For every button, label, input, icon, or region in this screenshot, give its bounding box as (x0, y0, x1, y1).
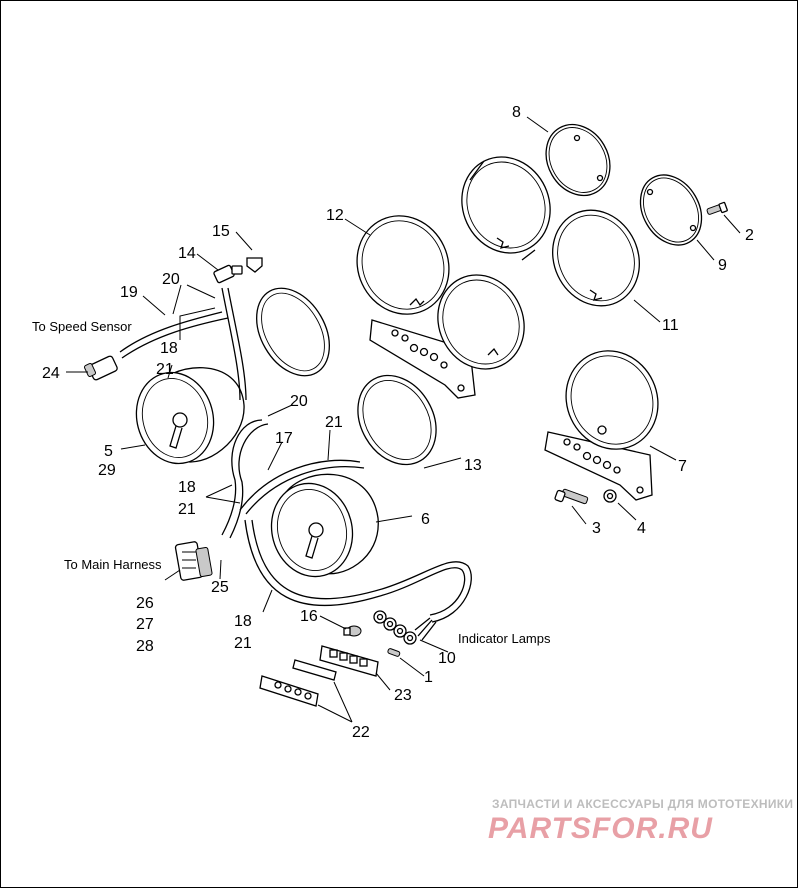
part-2-screw (706, 201, 728, 215)
note-main-harness: To Main Harness (64, 557, 162, 572)
callout-28: 28 (136, 638, 154, 655)
callout-5: 5 (104, 443, 113, 460)
part-bezel-ring-left (256, 287, 330, 377)
callout-16: 16 (300, 608, 318, 625)
part-upper-cup (461, 156, 551, 261)
part-5-gauge (135, 367, 245, 465)
part-7-housing-bracket (544, 350, 659, 501)
callout-9: 9 (718, 257, 727, 274)
callout-18b: 18 (178, 479, 196, 496)
leader-lines (66, 116, 741, 723)
callout-20b: 20 (290, 393, 308, 410)
callout-15: 15 (212, 223, 230, 240)
callout-14: 14 (178, 245, 196, 262)
callout-11: 11 (662, 317, 679, 334)
callout-17: 17 (275, 430, 293, 447)
callout-27: 27 (136, 616, 154, 633)
part-13-bezel (357, 374, 437, 466)
note-speed-sensor: To Speed Sensor (32, 319, 132, 334)
callout-23: 23 (394, 687, 412, 704)
part-8-gasket (545, 123, 611, 197)
callout-4: 4 (637, 520, 646, 537)
note-indicator-lamps: Indicator Lamps (458, 631, 551, 646)
callout-29: 29 (98, 462, 116, 479)
callout-18c: 18 (234, 613, 252, 630)
part-26-connector (174, 541, 213, 581)
callout-26: 26 (136, 595, 154, 612)
callout-7: 7 (678, 458, 687, 475)
callout-12: 12 (326, 207, 344, 224)
part-12-twin-housing (356, 215, 525, 399)
watermark-logo: PARTSFOR.RU (488, 812, 713, 845)
watermark-tagline: ЗАПЧАСТИ И АКСЕССУАРЫ ДЛЯ МОТОТЕХНИКИ (492, 797, 793, 811)
part-3-screw (554, 488, 589, 505)
callout-6: 6 (421, 511, 430, 528)
part-23-lamp-housing (319, 645, 379, 677)
part-11-cup (552, 209, 640, 307)
watermark: ЗАПЧАСТИ И АКСЕССУАРЫ ДЛЯ МОТОТЕХНИКИ PA… (488, 797, 793, 845)
part-10-lamp-sockets (373, 610, 417, 645)
callout-10: 10 (438, 650, 456, 667)
callout-3: 3 (592, 520, 601, 537)
callout-24: 24 (42, 365, 60, 382)
callout-2: 2 (745, 227, 754, 244)
callout-labels: 8 2 9 12 11 15 14 20 19 To Speed Sensor … (32, 104, 754, 741)
callout-21d: 21 (234, 635, 252, 652)
callout-25: 25 (211, 579, 229, 596)
callout-21b: 21 (325, 414, 343, 431)
part-16-bulb (343, 625, 362, 637)
callout-22: 22 (352, 724, 370, 741)
part-15-plug (246, 257, 263, 273)
part-4-washer (603, 489, 617, 503)
callout-21a: 21 (156, 361, 174, 378)
callout-8: 8 (512, 104, 521, 121)
callout-1: 1 (424, 669, 433, 686)
part-9-gasket (639, 174, 703, 246)
callout-18a: 18 (160, 340, 178, 357)
callout-20a: 20 (162, 271, 180, 288)
part-24-connector (83, 355, 118, 381)
part-6-gauge (270, 473, 379, 578)
wiring-harness (119, 287, 472, 641)
callout-13: 13 (464, 457, 482, 474)
part-22-lens-plate (259, 659, 337, 707)
part-14-connector (213, 264, 243, 284)
callout-21c: 21 (178, 501, 196, 518)
callout-19: 19 (120, 284, 138, 301)
part-1-screw (387, 648, 401, 657)
